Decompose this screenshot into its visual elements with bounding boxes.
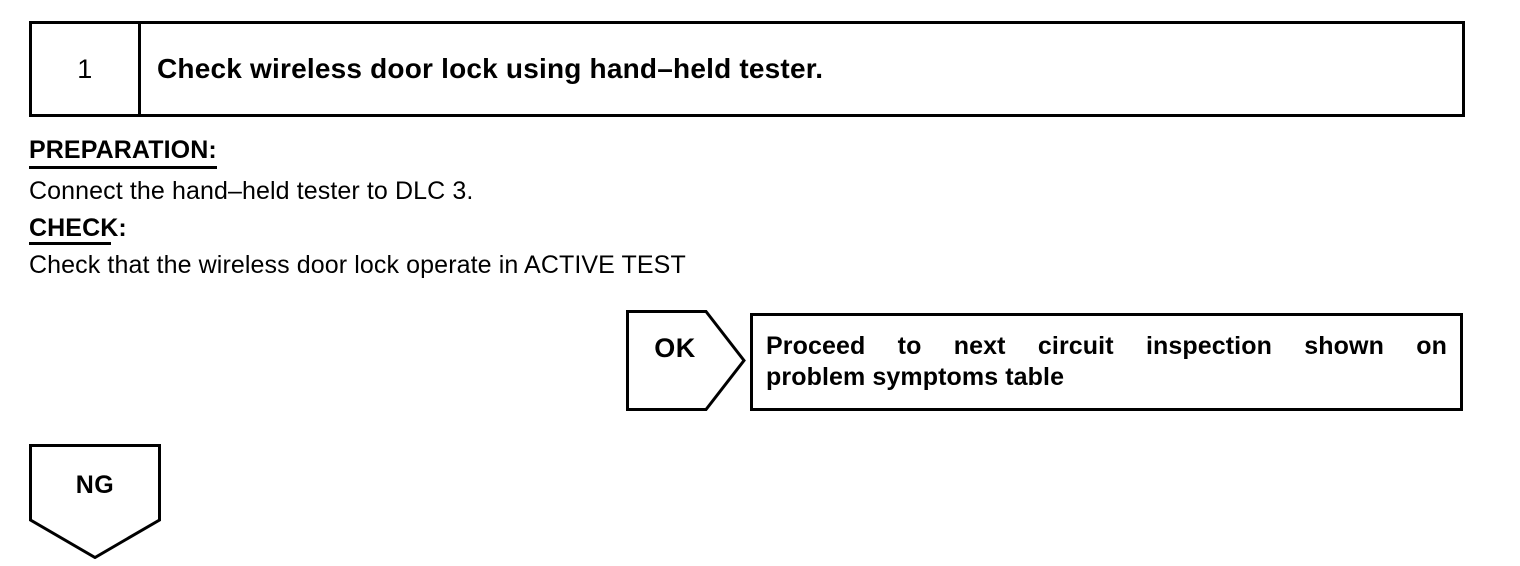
ok-result-text: Proceed to next circuit inspection shown… bbox=[766, 331, 1447, 393]
ok-branch-label: OK bbox=[654, 333, 696, 363]
preparation-body: Connect the hand–held tester to DLC 3. bbox=[29, 177, 474, 205]
ng-branch-shape: NG bbox=[29, 444, 161, 559]
ok-result-line-1: Proceed to next circuit inspection shown… bbox=[766, 332, 1447, 360]
check-heading: CHECK: bbox=[29, 214, 127, 245]
ok-arrow-icon bbox=[626, 310, 746, 411]
preparation-heading-row: PREPARATION: bbox=[29, 136, 217, 169]
ok-branch-arrow: OK bbox=[626, 310, 746, 411]
check-heading-row: CHECK: bbox=[29, 214, 127, 245]
ng-arrow-down-icon bbox=[29, 444, 161, 559]
ng-branch-label: NG bbox=[75, 471, 115, 499]
step-number: 1 bbox=[77, 53, 93, 84]
step-title: Check wireless door lock using hand–held… bbox=[157, 53, 824, 84]
step-number-cell: 1 bbox=[32, 24, 141, 114]
ok-result-line-2: problem symptoms table bbox=[766, 363, 1065, 391]
preparation-heading: PREPARATION: bbox=[29, 136, 217, 169]
step-header-table: 1 Check wireless door lock using hand–he… bbox=[29, 21, 1465, 117]
check-body: Check that the wireless door lock operat… bbox=[29, 251, 686, 279]
step-title-cell: Check wireless door lock using hand–held… bbox=[141, 24, 1462, 114]
ok-result-box: Proceed to next circuit inspection shown… bbox=[750, 313, 1463, 411]
